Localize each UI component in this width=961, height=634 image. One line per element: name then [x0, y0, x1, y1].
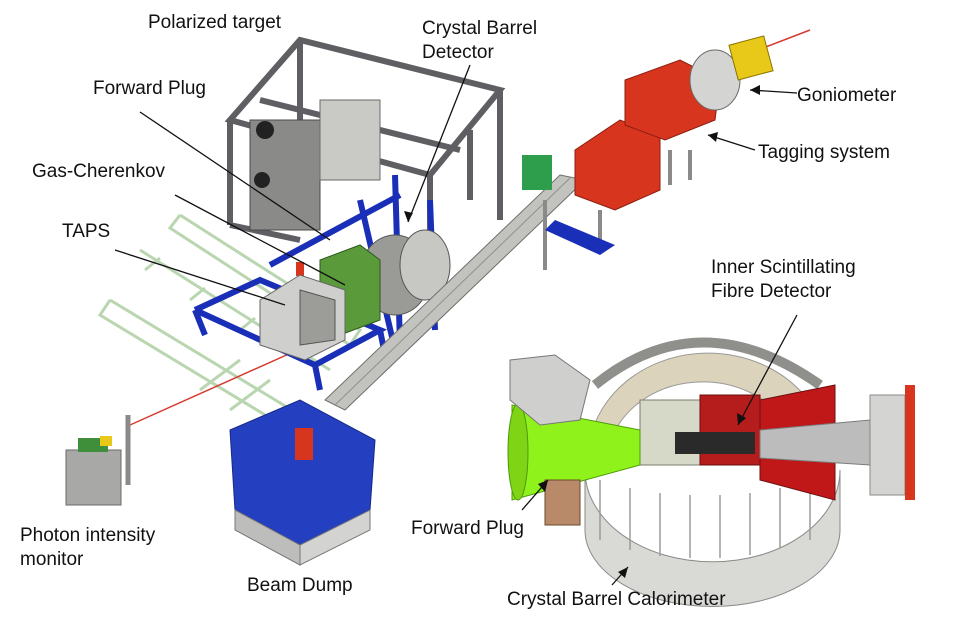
label-goniometer: Goniometer [797, 85, 897, 106]
label-beam-dump: Beam Dump [247, 575, 353, 596]
leader-arrowheads [404, 85, 760, 578]
photon-monitor-base [65, 449, 122, 506]
label-inner-scintillating-fibre-detector: Inner Scintillating Fibre Detector [711, 256, 856, 304]
label-crystal-barrel-detector-line1: Crystal Barrel [422, 18, 538, 39]
label-crystal-barrel-detector: Crystal Barrel Detector [422, 17, 537, 65]
beam-dump-red-core [295, 428, 313, 460]
cryostat-valve-2 [254, 172, 270, 188]
label-pim-line1: Photon intensity [20, 525, 156, 546]
label-crystal-barrel-detector-line2: Detector [422, 42, 494, 63]
rear-electronics-top [509, 354, 591, 426]
inner-fibre-detector-core [675, 432, 755, 454]
label-crystal-barrel-calorimeter: Crystal Barrel Calorimeter [507, 589, 726, 610]
crystal-ring-front [584, 469, 841, 607]
beam-pipe-edge [334, 177, 571, 406]
label-photon-intensity-monitor: Photon intensity monitor [20, 524, 155, 572]
cryostat-valve [256, 121, 274, 139]
crystal-segments [599, 480, 811, 558]
label-gas-cherenkov: Gas-Cherenkov [32, 161, 166, 182]
photon-monitor-yellow [100, 436, 112, 446]
label-isfd-line1: Inner Scintillating [711, 257, 856, 278]
label-forward-plug-bottom: Forward Plug [411, 518, 524, 539]
tagging-magnet-1 [574, 119, 661, 211]
flange-red-rim [905, 385, 915, 500]
goniometer-yellow-block [728, 35, 774, 81]
red-marker [296, 262, 304, 276]
beam-dump-base-right [299, 509, 371, 566]
rear-electronics-bottom [544, 479, 581, 526]
label-isfd-line2: Fibre Detector [711, 281, 832, 302]
label-forward-plug-top: Forward Plug [93, 78, 206, 99]
crystal-ring-top-shell [591, 337, 823, 390]
tagger-blue-base [545, 220, 615, 255]
label-polarized-target: Polarized target [148, 12, 282, 33]
green-block [522, 155, 552, 190]
crystal-barrel-left-end [399, 229, 451, 301]
inner-red-section [699, 394, 761, 466]
taps-face [299, 289, 336, 346]
label-taps: TAPS [62, 221, 111, 242]
cryostat-top [319, 99, 381, 181]
forward-plug-face [507, 403, 529, 501]
label-tagging-system: Tagging system [758, 142, 891, 163]
flange-right [869, 394, 906, 496]
label-pim-line2: monitor [20, 549, 84, 570]
